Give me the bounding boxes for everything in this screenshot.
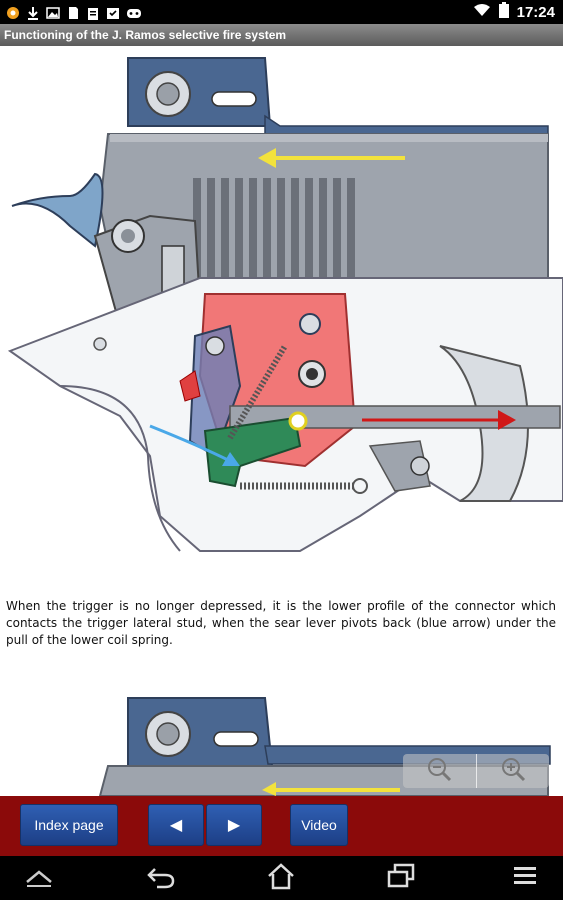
zoom-out-icon — [426, 756, 452, 786]
wifi-icon — [473, 3, 491, 21]
blue-disconnector — [188, 324, 242, 458]
video-button[interactable]: Video — [290, 804, 348, 846]
notification-icon — [6, 5, 20, 19]
rear-slot — [211, 91, 257, 107]
diagram-caption: When the trigger is no longer depressed,… — [6, 599, 556, 647]
scroll-content[interactable]: When the trigger is no longer depressed,… — [0, 46, 563, 796]
menu-button[interactable] — [500, 860, 550, 896]
system-nav-bar — [0, 856, 563, 900]
back-icon — [145, 863, 177, 893]
zoom-in-icon — [500, 756, 526, 786]
previous-button[interactable]: ◀ — [148, 804, 204, 846]
trigger-bar — [229, 405, 561, 429]
menu-icon — [512, 864, 538, 892]
sd-card-icon — [66, 5, 80, 19]
recent-apps-button[interactable] — [376, 860, 426, 896]
recent-apps-icon — [386, 863, 416, 893]
task-icon — [106, 5, 120, 19]
status-left-icons — [0, 5, 141, 20]
blue-arrow — [149, 424, 240, 466]
slide-stop — [368, 440, 431, 492]
next-button[interactable]: ▶ — [206, 804, 262, 846]
home-icon — [266, 862, 296, 894]
upper-coil-spring — [227, 344, 288, 440]
home-button[interactable] — [256, 860, 306, 896]
hammer — [11, 172, 104, 248]
image-icon — [46, 5, 60, 19]
status-time: 17:24 — [516, 3, 555, 21]
download-icon — [26, 5, 40, 20]
up-chevron-icon — [23, 864, 55, 892]
back-button[interactable] — [136, 860, 186, 896]
pistol-mechanism-diagram — [7, 57, 563, 552]
battery-icon — [498, 2, 509, 22]
zoom-controls — [403, 754, 549, 788]
zoom-out-button[interactable] — [403, 754, 476, 788]
page-title: Functioning of the J. Ramos selective fi… — [0, 24, 563, 46]
status-bar: 17:24 — [0, 0, 563, 24]
trigger-tip — [179, 370, 201, 402]
clipboard-icon — [86, 5, 100, 20]
zoom-in-button[interactable] — [475, 754, 550, 788]
yellow-arrow — [258, 148, 405, 168]
red-arrow — [362, 410, 516, 430]
grip-curve-left — [59, 385, 181, 552]
status-right: 17:24 — [473, 2, 555, 22]
bottom-toolbar: Index page ◀ ▶ Video — [0, 796, 563, 856]
game-icon — [126, 5, 141, 19]
slide-serrations — [193, 178, 355, 278]
index-page-button[interactable]: Index page — [20, 804, 118, 846]
up-chevron-button[interactable] — [14, 860, 64, 896]
